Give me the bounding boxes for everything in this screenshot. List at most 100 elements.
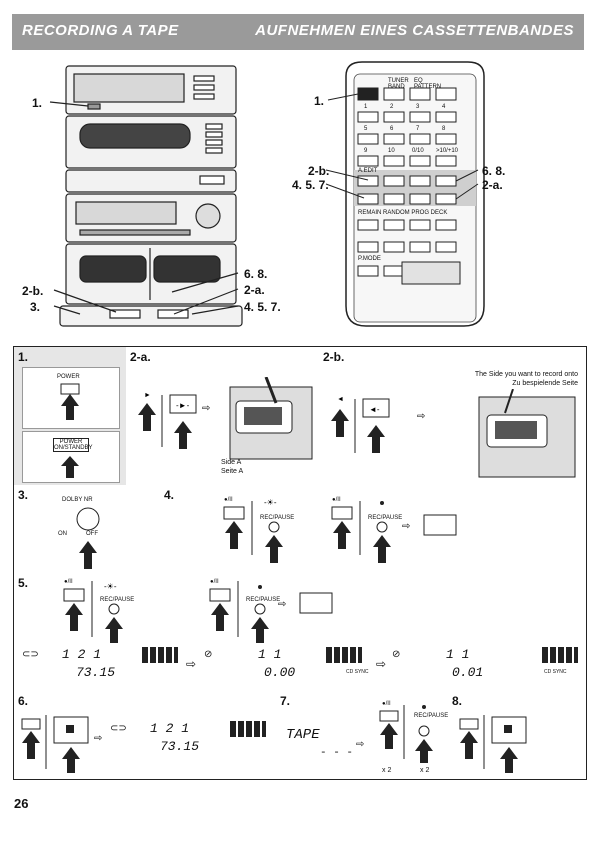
step-8-drawing	[459, 715, 527, 773]
title-english: RECORDING A TAPE	[22, 22, 179, 39]
step-7-times-two-1: x 2	[382, 767, 392, 774]
dolby-knob	[76, 507, 100, 569]
remote-callout-2b: 2-b.	[308, 164, 330, 178]
remote-drawing	[325, 61, 485, 327]
svg-text:⇨: ⇨	[417, 411, 425, 422]
remote-digit-9: 9	[364, 148, 368, 154]
page-number: 26	[14, 796, 29, 811]
remote-digit-10plus: >10/+10	[436, 148, 459, 154]
remote-digit-3: 3	[416, 104, 420, 110]
step-2a-panel: 2-a. ► -►- ⇨ Side A Seite A	[126, 347, 320, 486]
tape-icon: ⊂⊃	[22, 649, 39, 660]
step-7-rec-label: ●/II	[382, 701, 391, 707]
arrow-icon-2: ⇨	[376, 657, 387, 671]
step-4-recpause-label-2: REC/PAUSE	[368, 515, 403, 521]
tape-lcd-text: TAPE	[286, 727, 320, 743]
remote-illustration: 1. 2-b. 4. 5. 7. 6. 8. 2-a. TUNER BAND E…	[290, 56, 530, 332]
callout-4-5-7: 4. 5. 7.	[244, 300, 281, 314]
step-6-number: 6.	[18, 694, 29, 708]
step-1-standby-box: POWER ON/STANDBY	[22, 431, 120, 483]
svg-text:⇨: ⇨	[402, 521, 410, 532]
cd-sync-tag-1: CD SYNC	[346, 669, 369, 675]
side-a-label-de: Seite A	[221, 468, 244, 475]
dolby-nr-label: DOLBY NR	[62, 497, 93, 503]
power-standby-label: POWER ON/STANDBY	[53, 438, 93, 452]
remote-digit-6: 6	[390, 126, 394, 132]
display-2-time: 0.00	[264, 665, 296, 680]
step-1-panel: 1. POWER POWER ON/STANDBY	[14, 347, 127, 486]
remote-callout-4-5-7: 4. 5. 7.	[292, 178, 329, 192]
step-2b-drawing: ◄ ◄- ⇨	[331, 389, 576, 478]
level-meter-3	[542, 647, 578, 663]
callout-6-8: 6. 8.	[244, 267, 268, 281]
display-1-time: 73.15	[76, 665, 116, 680]
remote-digit-0-10: 0/10	[412, 148, 424, 154]
remote-pmode-label: P.MODE	[358, 256, 381, 262]
step-5-drawing: -☀- ⇨	[63, 581, 333, 643]
step-4-rec-label-2: ●/II	[332, 497, 341, 503]
step-5-rec-label-1: ●/II	[64, 579, 73, 585]
standby-arrow	[61, 456, 79, 478]
remote-digit-1: 1	[364, 104, 368, 110]
display-1-track: 1 2 1	[62, 647, 102, 662]
step-6-time: 73.15	[160, 739, 200, 754]
callout-3: 3.	[30, 300, 41, 314]
step-7-panel: 7. TAPE - - - ⇨ ●/II REC/PAUSE x 2 x 2	[276, 691, 449, 779]
arrow-icon-3: ⇨	[356, 739, 365, 750]
step-4-drawing: -☀- ⇨	[223, 498, 457, 563]
remote-callout-6-8: 6. 8.	[482, 164, 506, 178]
record-side-note-de: Zu bespielende Seite	[512, 380, 578, 387]
remote-aedit-label: A.EDIT	[358, 168, 378, 174]
disc-icon-2: ⊘	[392, 649, 401, 660]
step-7-recpause-label: REC/PAUSE	[414, 713, 449, 719]
stereo-drawing	[49, 65, 243, 327]
svg-text:⇨: ⇨	[278, 599, 286, 610]
step-1-number: 1.	[18, 350, 29, 364]
svg-text:-►-: -►-	[176, 401, 190, 410]
dolby-on-label: ON	[58, 531, 67, 537]
step-8-panel: 8.	[448, 691, 586, 779]
svg-text:►: ►	[144, 392, 151, 399]
record-side-note-en: The Side you want to record onto	[474, 371, 578, 378]
step-4-number: 4.	[164, 488, 175, 502]
side-a-label-en: Side A	[221, 459, 242, 466]
svg-text:◄-: ◄-	[369, 405, 380, 414]
remote-digit-7: 7	[416, 126, 420, 132]
stereo-illustration: 1. 2-b. 3. 6. 8. 2-a. 4. 5. 7.	[20, 60, 300, 330]
step-7-number: 7.	[280, 694, 291, 708]
step-3-number: 3.	[18, 488, 29, 502]
header-banner: RECORDING A TAPE AUFNEHMEN EINES CASSETT…	[12, 14, 584, 50]
step-2b-number: 2-b.	[323, 350, 345, 364]
step-5-recpause-label-1: REC/PAUSE	[100, 597, 135, 603]
step-4-rec-label-1: ●/II	[224, 497, 233, 503]
remote-tuner-label: TUNER BAND	[388, 78, 409, 90]
step-5-rec-label-2: ●/II	[210, 579, 219, 585]
power-label: POWER	[57, 374, 80, 380]
callout-2b: 2-b.	[22, 284, 44, 298]
dolby-off-label: OFF	[86, 531, 98, 537]
display-2-track: 1 1	[258, 647, 282, 662]
step-5-recpause-label-2: REC/PAUSE	[246, 597, 281, 603]
step-6-track: 1 2 1	[150, 721, 190, 736]
display-3-track: 1 1	[446, 647, 470, 662]
step-6-drawing: ⇨	[21, 715, 102, 773]
display-3-time: 0.01	[452, 665, 484, 680]
step-2a-drawing: ► -►- ⇨	[138, 377, 313, 460]
step-7-times-two-2: x 2	[420, 767, 430, 774]
svg-text:⇨: ⇨	[94, 733, 102, 744]
callout-2a: 2-a.	[244, 283, 265, 297]
arrow-icon-1: ⇨	[186, 657, 197, 671]
step-5-panel: 5. -☀- ⇨ ●/II REC/PAUSE ●/II REC/PAUSE ⊂…	[14, 573, 586, 692]
step-5-display-3: ⊘ 1 1 0.01 CD SYNC	[392, 647, 582, 685]
tape-icon-2: ⊂⊃	[110, 723, 127, 734]
svg-text:-☀-: -☀-	[104, 582, 117, 591]
step-5-display-2: ⊘ 1 1 0.00 CD SYNC	[204, 647, 384, 685]
svg-text:-☀-: -☀-	[264, 498, 277, 507]
disc-icon: ⊘	[204, 649, 213, 660]
callout-1: 1.	[32, 96, 43, 110]
step-2b-panel: 2-b. The Side you want to record onto Zu…	[319, 347, 586, 486]
remote-digit-5: 5	[364, 126, 368, 132]
instruction-grid: 1. POWER POWER ON/STANDBY 2-a. ► -►- ⇨	[13, 346, 587, 780]
step-4-panel: 4. -☀- ⇨ ●/II REC/PAUSE ●/II REC/PAUSE	[160, 485, 586, 574]
remote-digit-4: 4	[442, 104, 446, 110]
